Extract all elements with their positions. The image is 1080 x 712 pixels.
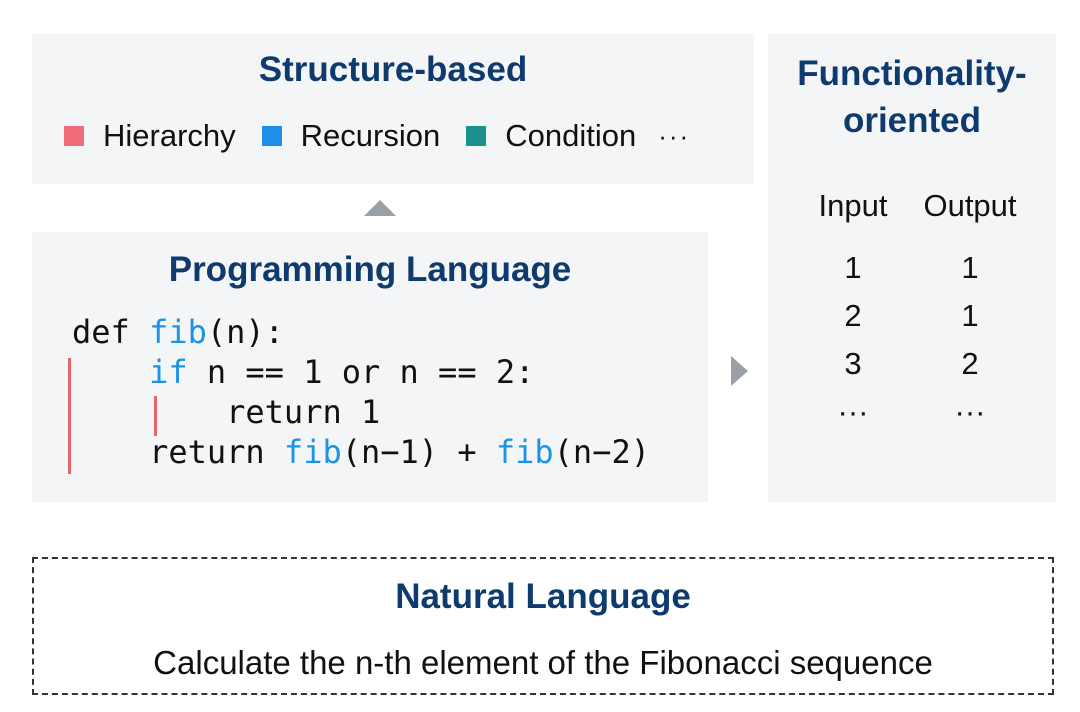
hierarchy-swatch bbox=[64, 126, 84, 146]
programming-language-title: Programming Language bbox=[168, 250, 572, 289]
legend-more-ellipsis: ··· bbox=[658, 120, 691, 151]
code-token-function: fib bbox=[149, 313, 207, 351]
io-output-cell: 1 bbox=[961, 298, 979, 333]
code-token: n == 1 or n == 2: bbox=[187, 353, 535, 391]
functionality-oriented-title: Functionality- oriented bbox=[768, 50, 1056, 144]
functionality-oriented-panel: Functionality- oriented Input Output 1 1… bbox=[768, 34, 1056, 502]
natural-language-box: Natural Language Calculate the n-th elem… bbox=[32, 557, 1054, 695]
recursion-swatch bbox=[261, 126, 282, 146]
code-token-function: fib bbox=[283, 433, 342, 471]
code-token: return bbox=[149, 433, 284, 471]
io-table-row: 3 2 bbox=[768, 344, 1056, 392]
code-token: (n−2) bbox=[553, 433, 650, 471]
functionality-title-line-1: Functionality- bbox=[797, 54, 1027, 93]
arrow-right-icon bbox=[731, 356, 748, 386]
condition-swatch bbox=[466, 126, 487, 146]
natural-language-title: Natural Language bbox=[395, 577, 691, 616]
io-table-row: 1 1 bbox=[768, 248, 1056, 296]
code-line-4: return fib(n−1) + fib(n−2) bbox=[72, 432, 650, 472]
io-output-cell: ··· bbox=[954, 394, 986, 429]
code-token: (n): bbox=[206, 313, 284, 351]
legend-label-recursion: Recursion bbox=[300, 118, 441, 153]
io-input-cell: ··· bbox=[837, 394, 869, 429]
io-input-cell: 2 bbox=[844, 298, 862, 333]
functionality-title-line-2: oriented bbox=[842, 101, 982, 140]
legend-label-condition: Condition bbox=[505, 118, 637, 153]
structure-based-panel: Structure-based Hierarchy Recursion Cond… bbox=[32, 34, 754, 184]
io-input-cell: 1 bbox=[844, 250, 862, 285]
code-indent bbox=[72, 433, 149, 471]
hierarchy-bar-outer bbox=[68, 358, 71, 474]
io-output-cell: 2 bbox=[961, 346, 979, 381]
code-line-3: return 1 bbox=[72, 392, 650, 432]
code-token: (n−1) + bbox=[341, 433, 496, 471]
code-indent bbox=[72, 353, 149, 391]
io-table-row: 2 1 bbox=[768, 296, 1056, 344]
hierarchy-bar-inner bbox=[154, 396, 157, 436]
io-header-input: Input bbox=[818, 188, 888, 223]
io-header-output: Output bbox=[923, 188, 1017, 223]
code-line-2: if n == 1 or n == 2: bbox=[72, 352, 650, 392]
io-input-cell: 3 bbox=[844, 346, 862, 381]
legend-label-hierarchy: Hierarchy bbox=[103, 118, 236, 153]
code-block: def fib(n): if n == 1 or n == 2: return … bbox=[72, 312, 650, 472]
io-output-cell: 1 bbox=[961, 250, 979, 285]
programming-language-panel: Programming Language def fib(n): if n ==… bbox=[32, 232, 708, 502]
arrow-up-icon bbox=[364, 200, 396, 216]
code-indent bbox=[72, 393, 226, 431]
code-line-1: def fib(n): bbox=[72, 312, 650, 352]
io-table-row: ··· ··· bbox=[768, 392, 1056, 440]
legend-item-recursion: Recursion bbox=[261, 118, 441, 154]
code-token: def bbox=[72, 313, 150, 351]
io-table: Input Output 1 1 2 1 3 2 ··· ··· bbox=[768, 186, 1056, 440]
legend-item-hierarchy: Hierarchy bbox=[64, 118, 236, 154]
natural-language-text: Calculate the n-th element of the Fibona… bbox=[153, 644, 933, 681]
code-token: return 1 bbox=[226, 393, 381, 431]
code-token-function: fib bbox=[495, 433, 554, 471]
code-token-keyword: if bbox=[149, 353, 188, 391]
structure-based-title: Structure-based bbox=[258, 50, 528, 89]
structure-legend: Hierarchy Recursion Condition ··· bbox=[64, 118, 690, 154]
legend-item-condition: Condition bbox=[466, 118, 636, 154]
io-table-header: Input Output bbox=[768, 186, 1056, 248]
